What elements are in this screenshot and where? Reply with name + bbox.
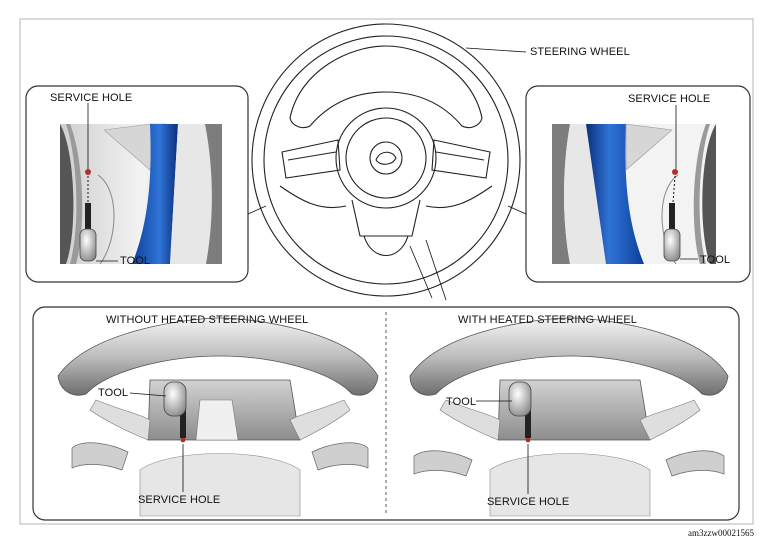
right-wheel-service-hole [525,437,531,443]
label-tool-left: TOOL [120,255,151,267]
right-tool-shaft [669,203,675,231]
label-tool-bottom-right: TOOL [446,396,477,408]
left-wheel-rim [57,317,379,396]
right-inset-connector [507,205,527,215]
inset-left-photo [60,123,222,265]
bottom-leader-lines [129,392,529,494]
wheel-hub-outer [335,107,437,209]
bottom-panel [32,306,740,521]
label-tool-bottom-left: TOOL [98,387,129,399]
left-trim-edge [60,124,74,264]
label-service-hole-bottom-right: SERVICE HOLE [487,496,570,508]
figure-code: am3zzw00021565 [688,528,754,538]
inset-right-service-hole [525,85,751,283]
inset-left-service-hole [25,85,249,283]
wheel-rim-outer [251,23,521,297]
left-wheel-tool-handle [163,381,187,417]
wheel-hub-inner [345,117,427,199]
left-blue-airbag [132,124,178,264]
right-wheel-tool-handle [508,381,532,417]
left-wheel-stalk-r [311,442,369,471]
wheel-emblem-ring [369,141,403,175]
label-service-hole-right: SERVICE HOLE [628,93,711,105]
right-service-hole-dot [672,169,678,175]
label-steering-wheel: STEERING WHEEL [530,46,630,58]
label-tool-right: TOOL [700,254,731,266]
right-trim-edge [702,124,716,264]
right-blue-airbag [586,124,644,264]
steering-wheel-drawing [251,23,521,297]
label-service-hole-left: SERVICE HOLE [50,92,133,104]
lower-connector-a [425,239,447,301]
steering-wheel-leader [465,47,527,53]
label-without-heated: WITHOUT HEATED STEERING WHEEL [106,314,309,326]
inset-right-photo [552,123,716,265]
wheel-upper-opening [289,45,483,129]
left-inset-connector [247,205,267,215]
left-wheel-stalk-l [71,442,129,471]
left-tool-handle [79,228,97,262]
label-with-heated: WITH HEATED STEERING WHEEL [458,314,638,326]
left-wheel-service-hole [180,437,186,443]
lower-connector-b [409,245,433,299]
left-wheel-tool-shaft [180,406,186,438]
leader-lines [247,47,527,301]
wheel-lower-spoke [351,199,421,237]
right-wheel-rim [409,317,729,396]
wheel-right-spoke [431,139,491,179]
left-service-hole-dot [85,169,91,175]
wheel-without-heated [57,317,379,517]
wheel-left-spoke [281,139,341,179]
wheel-with-heated [409,317,729,517]
label-service-hole-bottom-left: SERVICE HOLE [138,494,221,506]
right-tool-handle [663,228,681,262]
wheel-rim-inner [263,35,509,285]
left-tool-shaft [85,203,91,231]
right-wheel-tool-shaft [525,406,531,438]
